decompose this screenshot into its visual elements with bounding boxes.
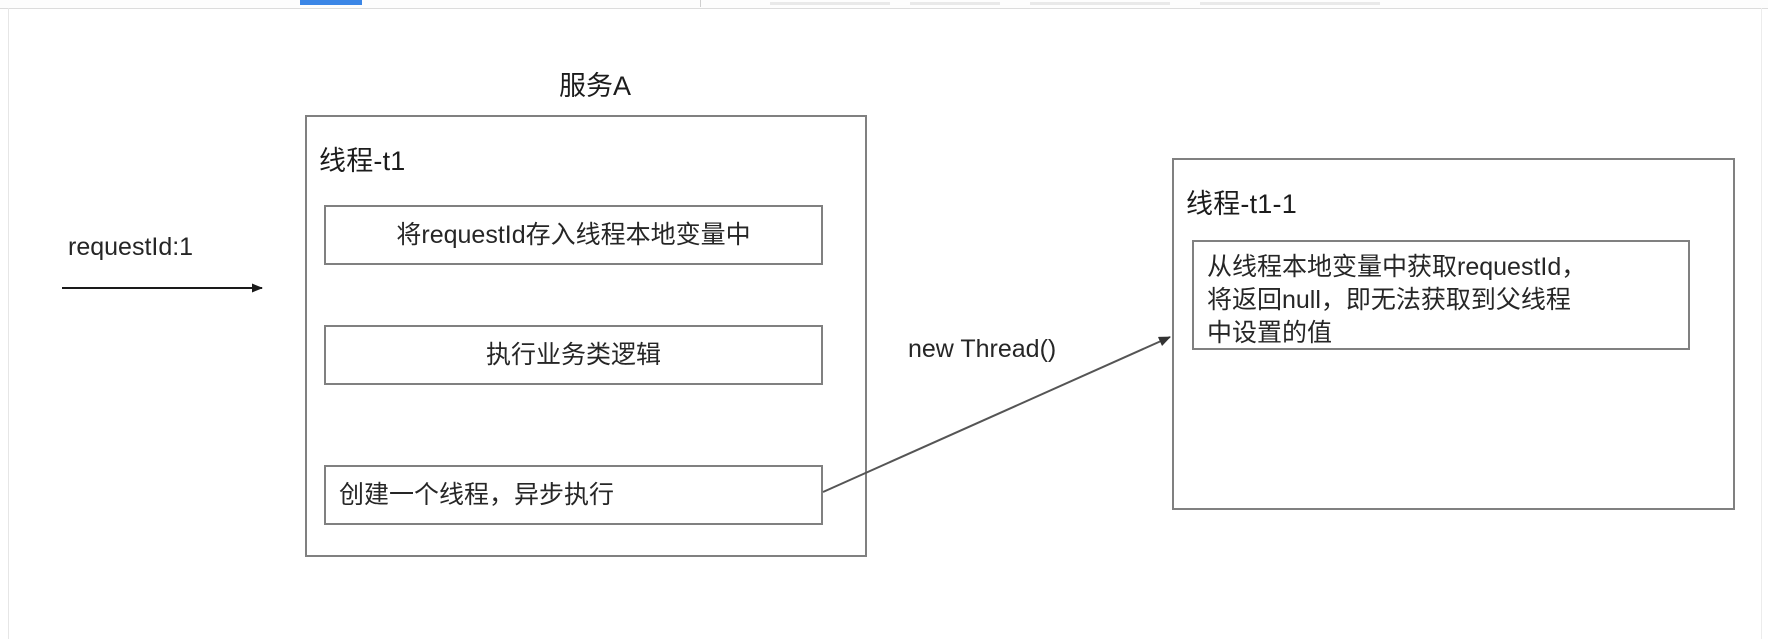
transition-arrow-label: new Thread() <box>908 335 1057 363</box>
thread-t1-1-step-1[interactable]: 从线程本地变量中获取requestId， 将返回null，即无法获取到父线程 中… <box>1192 240 1690 350</box>
thread-t1-1-label: 线程-t1-1 <box>1186 189 1297 219</box>
service-title: 服务A <box>558 71 631 101</box>
browser-active-tab-indicator[interactable] <box>300 0 362 5</box>
thread-t1-step-1[interactable]: 将requestId存入线程本地变量中 <box>324 205 823 265</box>
page-edge-right <box>1761 8 1762 639</box>
page-edge-left <box>8 8 9 639</box>
thread-t1-step-3[interactable]: 创建一个线程，异步执行 <box>324 465 823 525</box>
chrome-toolbar-ghost <box>910 2 1000 5</box>
chrome-toolbar-ghost <box>770 2 890 5</box>
thread-t1-step-2[interactable]: 执行业务类逻辑 <box>324 325 823 385</box>
chrome-toolbar-ghost <box>1200 2 1380 5</box>
thread-t1-label: 线程-t1 <box>319 146 406 176</box>
entry-arrow-label: requestId:1 <box>68 233 194 261</box>
chrome-toolbar-ghost <box>1030 2 1170 5</box>
chrome-divider <box>700 0 701 7</box>
